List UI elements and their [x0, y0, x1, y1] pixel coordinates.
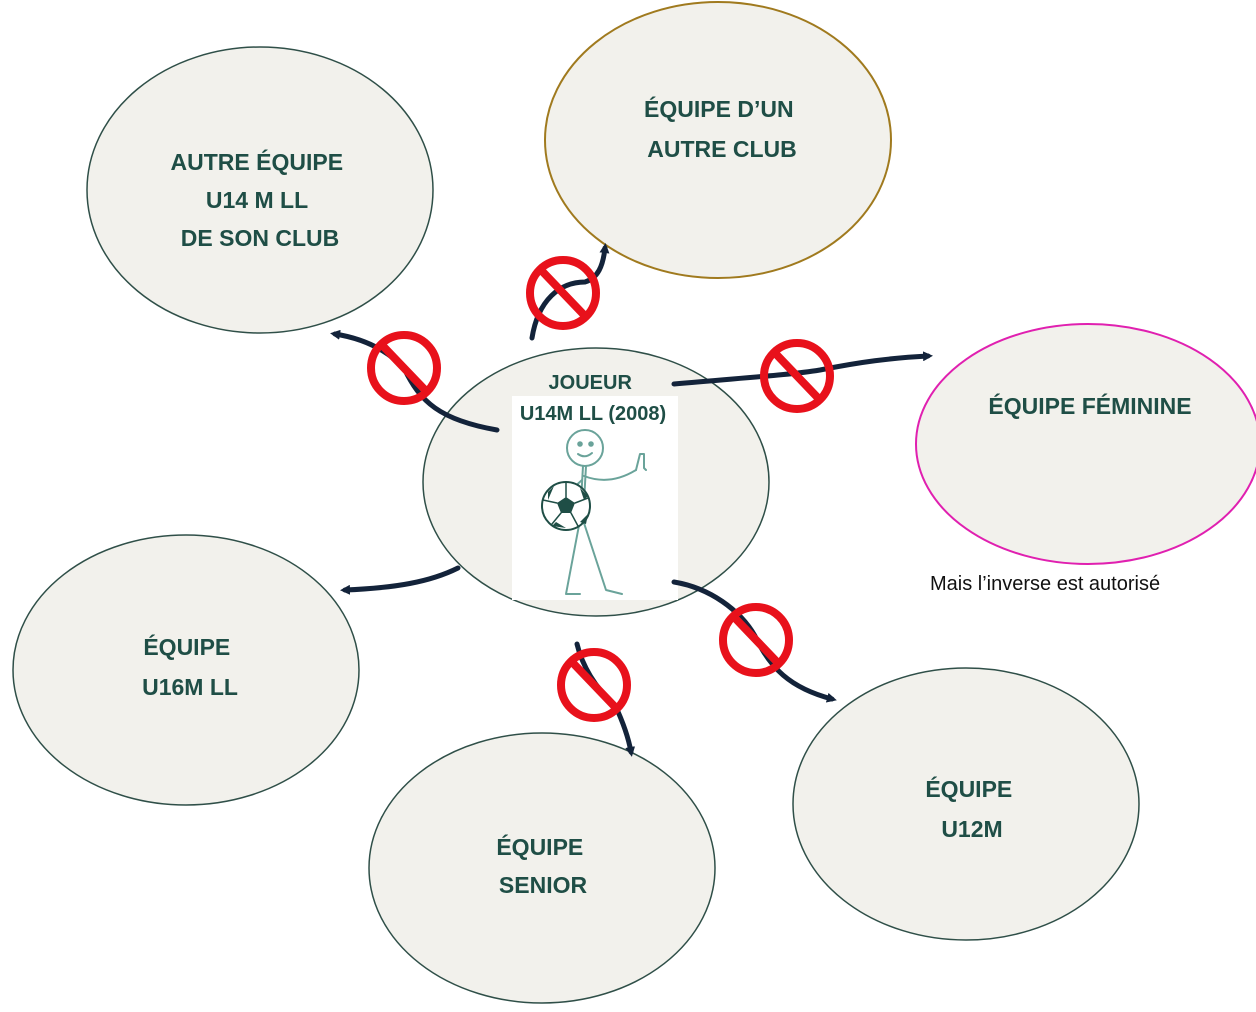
node-equipe-u12: ÉQUIPE U12M — [792, 667, 1140, 941]
node-label-line: ÉQUIPE FÉMININE — [988, 392, 1191, 419]
node-label-line: AUTRE ÉQUIPE — [171, 148, 344, 175]
svg-text:JOUEUR U14M LL (2008): JOUEUR U14M LL (2008) — [520, 372, 666, 425]
node-label-line: ÉQUIPE — [143, 633, 230, 660]
node-label-line: U14 M LL — [206, 187, 308, 213]
svg-text:ÉQUIPE FÉMININE: ÉQUIPE FÉMININE — [988, 392, 1191, 419]
node-autre-equipe-u14: AUTRE ÉQUIPE U14 M LL DE SON CLUB — [86, 46, 434, 334]
svg-text:ÉQUIPE D’UN AUTRE CLUB: ÉQUIPE D’UN AUTRE CLUB — [644, 95, 800, 162]
node-label-line: U16M LL — [142, 674, 238, 700]
note-inverse-autorise: Mais l’inverse est autorisé — [930, 573, 1160, 595]
no-entry-sign-icon — [760, 339, 834, 413]
node-label-line: JOUEUR — [549, 372, 633, 394]
stick-figure-with-soccer-ball-icon — [541, 429, 647, 595]
svg-text:ÉQUIPE SENIOR: ÉQUIPE SENIOR — [496, 833, 589, 898]
arrow-to-equipe-u16 — [340, 565, 461, 595]
node-label-line: ÉQUIPE — [925, 775, 1012, 802]
node-equipe-senior: ÉQUIPE SENIOR — [368, 732, 716, 1004]
node-equipe-feminine: ÉQUIPE FÉMININE — [915, 323, 1256, 565]
svg-text:AUTRE ÉQUIPE U14 M LL: AUTRE ÉQUIPE U14 M LL DE SON CLUB — [171, 148, 350, 251]
svg-text:ÉQUIPE U16M LL: ÉQUIPE U16M LL — [142, 633, 238, 700]
soccer-ball-icon — [541, 481, 591, 531]
no-entry-sign-icon — [719, 603, 793, 677]
no-entry-sign-icon — [557, 648, 631, 722]
node-equipe-autre-club: ÉQUIPE D’UN AUTRE CLUB — [544, 1, 892, 279]
node-label-line: U12M — [941, 816, 1002, 842]
no-entry-sign-icon — [526, 256, 600, 330]
node-equipe-u16: ÉQUIPE U16M LL — [12, 534, 360, 806]
node-label-line: ÉQUIPE — [496, 833, 583, 860]
node-label-line: U14M LL (2008) — [520, 403, 666, 425]
node-label-line: DE SON CLUB — [181, 225, 339, 251]
node-label-line: AUTRE CLUB — [647, 136, 797, 162]
arrow-to-equipe-feminine — [671, 351, 933, 387]
node-label-line: SENIOR — [499, 872, 588, 898]
no-entry-sign-icon — [367, 331, 441, 405]
node-joueur: JOUEUR U14M LL (2008) — [422, 347, 770, 617]
svg-text:ÉQUIPE U12M: ÉQUIPE U12M — [925, 775, 1018, 842]
node-label-line: ÉQUIPE D’UN — [644, 95, 794, 122]
